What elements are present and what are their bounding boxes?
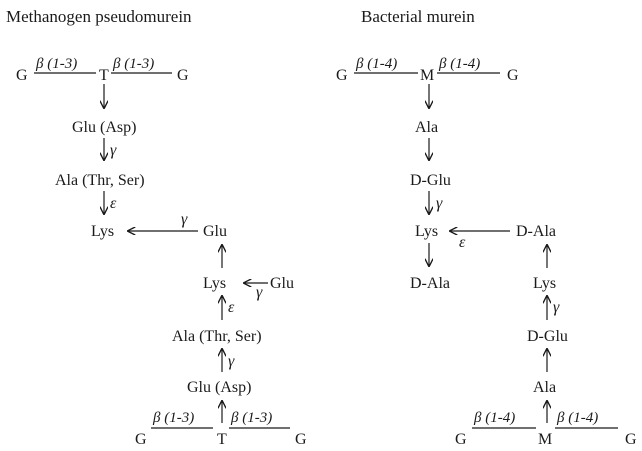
bond-label-bottom-right: β (1-3) <box>230 410 272 426</box>
murein-bond-label-bottom-left: β (1-4) <box>473 410 515 426</box>
murein-g-bottom-left: G <box>455 431 467 448</box>
bond-label-bottom-left: β (1-3) <box>152 410 194 426</box>
epsilon-label-bottom: ε <box>228 299 235 316</box>
lys-crosslink-left: Lys <box>91 223 114 240</box>
murein-epsilon-label: ε <box>459 234 466 251</box>
gamma-label-crosslink: γ <box>181 211 188 228</box>
glycan-g-bottom-left: G <box>135 431 147 448</box>
side-glu: Glu <box>270 275 294 292</box>
murein-gamma-label-bottom: γ <box>553 299 560 316</box>
glu-crosslink: Glu <box>203 223 227 240</box>
murein-ala-top: Ala <box>415 119 438 136</box>
murein-g-top-left: G <box>336 67 348 84</box>
murein-dglu-top: D-Glu <box>410 172 451 189</box>
murein-ala-bottom: Ala <box>533 379 556 396</box>
glycan-t-bottom: T <box>217 431 227 448</box>
gamma-label-side: γ <box>256 284 263 301</box>
glycan-g-top-right: G <box>177 67 189 84</box>
murein-bond-label-bottom-right: β (1-4) <box>556 410 598 426</box>
murein-gamma-label-top: γ <box>436 195 443 212</box>
bottom-glu-asp: Glu (Asp) <box>187 379 251 396</box>
murein-bond-label-top-right: β (1-4) <box>438 56 480 72</box>
gamma-label-bottom: γ <box>228 353 235 370</box>
lys-bottom: Lys <box>203 275 226 292</box>
top-ala-thr-ser: Ala (Thr, Ser) <box>55 172 145 189</box>
murein-g-top-right: G <box>507 67 519 84</box>
murein-m-bottom: M <box>538 431 552 448</box>
murein-title: Bacterial murein <box>361 7 475 26</box>
pseudomurein-title: Methanogen pseudomurein <box>6 7 192 26</box>
bond-label-top-right: β (1-3) <box>112 56 154 72</box>
gamma-label-top: γ <box>110 142 117 159</box>
glycan-g-bottom-right: G <box>295 431 307 448</box>
murein-lys-bottom: Lys <box>533 275 556 292</box>
murein-lys-top: Lys <box>415 223 438 240</box>
bottom-ala-thr-ser: Ala (Thr, Ser) <box>172 328 262 345</box>
murein-dglu-bottom: D-Glu <box>527 328 568 345</box>
glycan-g-top-left: G <box>16 67 28 84</box>
murein-dala-crosslink: D-Ala <box>516 223 556 240</box>
bond-label-top-left: β (1-3) <box>35 56 77 72</box>
glycan-t-top: T <box>99 67 109 84</box>
murein-g-bottom-right: G <box>625 431 637 448</box>
murein-m-top: M <box>420 67 434 84</box>
murein-bond-label-top-left: β (1-4) <box>355 56 397 72</box>
epsilon-label-top: ε <box>110 195 117 212</box>
top-glu-asp: Glu (Asp) <box>72 119 136 136</box>
murein-dala-top: D-Ala <box>410 275 450 292</box>
